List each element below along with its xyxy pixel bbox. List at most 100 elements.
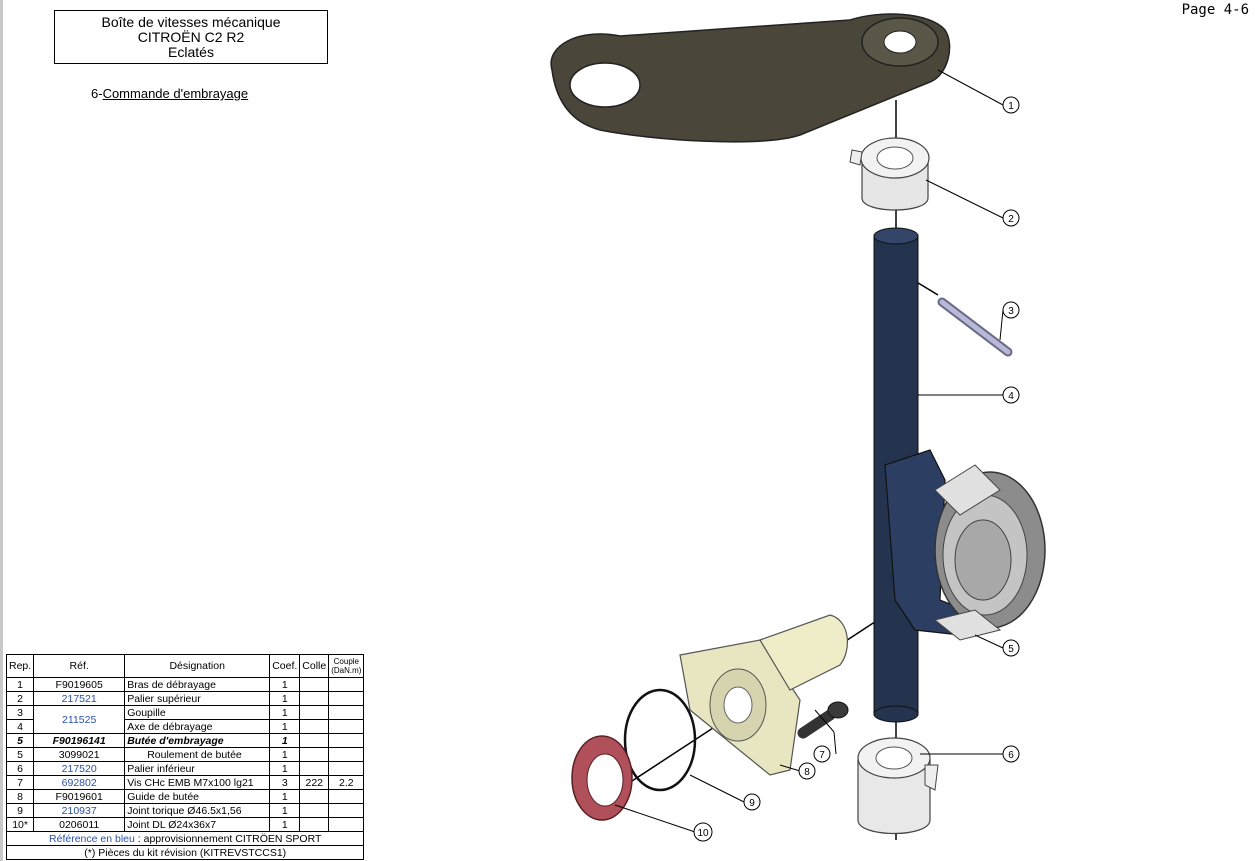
cell-coef: 1	[269, 705, 301, 720]
callout-5	[1002, 639, 1020, 657]
cell-rep: 4	[5, 719, 35, 734]
cell-rep: 5	[5, 733, 35, 748]
callout-label-6: 6	[1008, 750, 1014, 761]
cell-ref: F90196141	[33, 733, 126, 748]
title-line-3: Eclatés	[168, 44, 214, 60]
section-number: 6-	[91, 86, 103, 101]
cell-couple: 2.2	[328, 775, 365, 790]
document-title-box: Boîte de vitesses mécanique CITROËN C2 R…	[54, 10, 328, 64]
footer-legend: Référence en bleu : approvisionnement CI…	[5, 831, 365, 846]
cell-designation: Palier inférieur	[124, 761, 271, 776]
cell-designation: Roulement de butée	[124, 747, 271, 762]
cell-colle	[299, 719, 330, 734]
cell-colle	[299, 789, 330, 804]
callout-9	[743, 793, 761, 811]
callout-7	[813, 745, 831, 763]
table-row: 9 210937 Joint torique Ø46.5x1,56 1	[5, 803, 365, 818]
callout-label-5: 5	[1008, 644, 1014, 655]
couple-label: Couple	[333, 657, 360, 666]
cell-ref: 217521	[33, 691, 126, 706]
callout-8	[798, 762, 816, 780]
cell-designation: Bras de débrayage	[124, 677, 271, 692]
cell-couple	[328, 733, 365, 748]
callout-10	[693, 822, 713, 842]
cell-rep: 8	[5, 789, 35, 804]
part-3-pin	[937, 297, 1013, 357]
cell-rep: 1	[5, 677, 35, 692]
section-heading: 6-Commande d'embrayage	[91, 86, 248, 101]
part-5-release-bearing	[884, 449, 1046, 641]
callout-label-3: 3	[1008, 306, 1014, 317]
table-row: 1 F9019605 Bras de débrayage 1	[5, 677, 365, 692]
cell-couple	[328, 705, 365, 720]
footer-legend-text: : approvisionnement CITRÖEN SPORT	[134, 832, 322, 845]
callout-label-1: 1	[1008, 101, 1014, 112]
cell-designation: Palier supérieur	[124, 691, 271, 706]
title-line-2: CITROËN C2 R2	[137, 29, 245, 45]
cell-coef: 1	[269, 747, 301, 762]
cell-couple	[328, 817, 365, 832]
leader-lines	[614, 69, 1004, 833]
callout-circles	[693, 96, 1020, 842]
cell-ref: F9019605	[33, 677, 126, 692]
cell-coef: 1	[269, 691, 301, 706]
cell-colle: 222	[299, 775, 330, 790]
table-row: 6 217520 Palier inférieur 1	[5, 761, 365, 776]
cell-colle	[299, 677, 330, 692]
part-9-o-ring	[623, 688, 697, 792]
cell-ref: F9019601	[33, 789, 126, 804]
cell-colle	[299, 803, 330, 818]
cell-coef: 1	[269, 761, 301, 776]
cell-couple	[328, 747, 365, 762]
couple-unit: (DaN.m)	[331, 666, 362, 675]
cell-designation: Guide de butée	[124, 789, 271, 804]
cell-couple	[328, 761, 365, 776]
cell-ref: 0206011	[33, 817, 126, 832]
col-couple-header: Couple(DaN.m)	[328, 654, 365, 678]
cell-couple	[328, 803, 365, 818]
table-row: 4 Axe de débrayage 1	[5, 719, 365, 734]
cell-coef: 1	[269, 677, 301, 692]
callout-label-8: 8	[804, 767, 810, 778]
cell-designation: Vis CHc EMB M7x100 lg21	[124, 775, 271, 790]
cell-colle	[299, 817, 330, 832]
left-margin-rule	[0, 0, 3, 861]
cell-rep: 10*	[5, 817, 35, 832]
part-6-lower-bushing	[857, 737, 939, 834]
cell-colle	[299, 733, 330, 748]
cell-coef: 1	[269, 789, 301, 804]
footer-kit-note: (*) Pièces du kit révision (KITREVSTCCS1…	[5, 845, 365, 860]
table-row: 3 211525 Goupille 1	[5, 705, 365, 734]
callout-4	[1002, 386, 1020, 404]
table-row: 10* 0206011 Joint DL Ø24x36x7 1	[5, 817, 365, 832]
cell-coef: 3	[269, 775, 301, 790]
cell-coef: 1	[269, 817, 301, 832]
cell-designation: Butée d'embrayage	[124, 733, 271, 748]
callout-3	[1002, 301, 1020, 319]
section-title: Commande d'embrayage	[102, 86, 249, 101]
cell-ref: 3099021	[33, 747, 126, 762]
callout-label-9: 9	[749, 798, 755, 809]
cell-rep: 7	[5, 775, 35, 790]
cell-rep: 6	[5, 761, 35, 776]
table-row: 2 217521 Palier supérieur 1	[5, 691, 365, 706]
cell-designation: Axe de débrayage	[124, 719, 271, 734]
cell-rep: 5	[5, 747, 35, 762]
col-designation-header: Désignation	[124, 654, 271, 678]
cell-ref: 217520	[33, 761, 126, 776]
cell-designation: Joint DL Ø24x36x7	[124, 817, 271, 832]
part-1-release-arm	[550, 13, 951, 143]
cell-rep: 2	[5, 691, 35, 706]
cell-coef: 1	[269, 733, 301, 748]
parts-list-table: Rep. Réf. Désignation Coef. Colle Couple…	[5, 654, 365, 860]
col-rep-header: Rep.	[5, 654, 35, 678]
cell-coef: 1	[269, 803, 301, 818]
table-row: 5 3099021 Roulement de butée 1	[5, 747, 365, 762]
cell-couple	[328, 719, 365, 734]
col-coef-header: Coef.	[269, 654, 301, 678]
part-8-bearing-guide	[679, 614, 848, 776]
callout-label-10: 10	[697, 828, 709, 839]
cell-rep: 9	[5, 803, 35, 818]
callout-1	[1002, 96, 1020, 114]
cell-coef: 1	[269, 719, 301, 734]
